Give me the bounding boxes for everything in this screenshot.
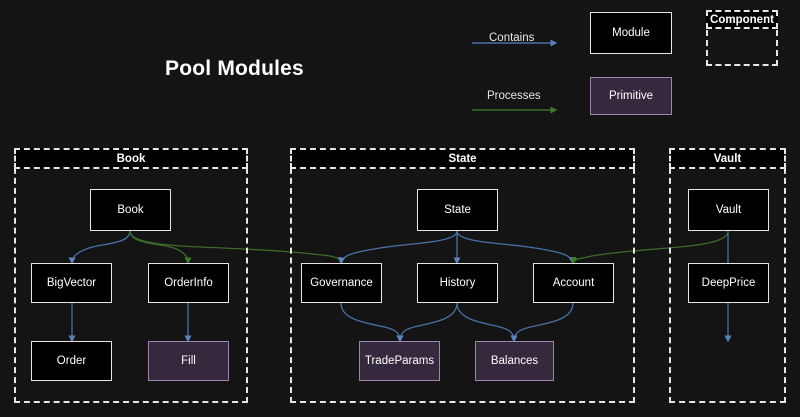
node-orderinfo[interactable]: OrderInfo	[148, 263, 229, 303]
component-book-title: Book	[14, 148, 248, 169]
node-account[interactable]: Account	[533, 263, 614, 303]
legend-processes-label: Processes	[487, 90, 541, 102]
component-vault-title: Vault	[669, 148, 786, 169]
node-fill[interactable]: Fill	[148, 341, 229, 381]
legend-component-title: Component	[706, 10, 778, 29]
node-bigvector[interactable]: BigVector	[31, 263, 112, 303]
page-title: Pool Modules	[165, 57, 304, 80]
node-book[interactable]: Book	[90, 189, 171, 231]
node-balances[interactable]: Balances	[475, 341, 554, 381]
legend-primitive-box: Primitive	[590, 77, 672, 115]
node-order[interactable]: Order	[31, 341, 112, 381]
node-deepprice[interactable]: DeepPrice	[688, 263, 769, 303]
node-governance[interactable]: Governance	[301, 263, 382, 303]
node-state[interactable]: State	[417, 189, 498, 231]
component-state-title: State	[290, 148, 635, 169]
node-history[interactable]: History	[417, 263, 498, 303]
node-tradeparams[interactable]: TradeParams	[359, 341, 440, 381]
legend-module-box: Module	[590, 12, 672, 54]
legend-contains-label: Contains	[489, 32, 535, 44]
node-vault[interactable]: Vault	[688, 189, 769, 231]
